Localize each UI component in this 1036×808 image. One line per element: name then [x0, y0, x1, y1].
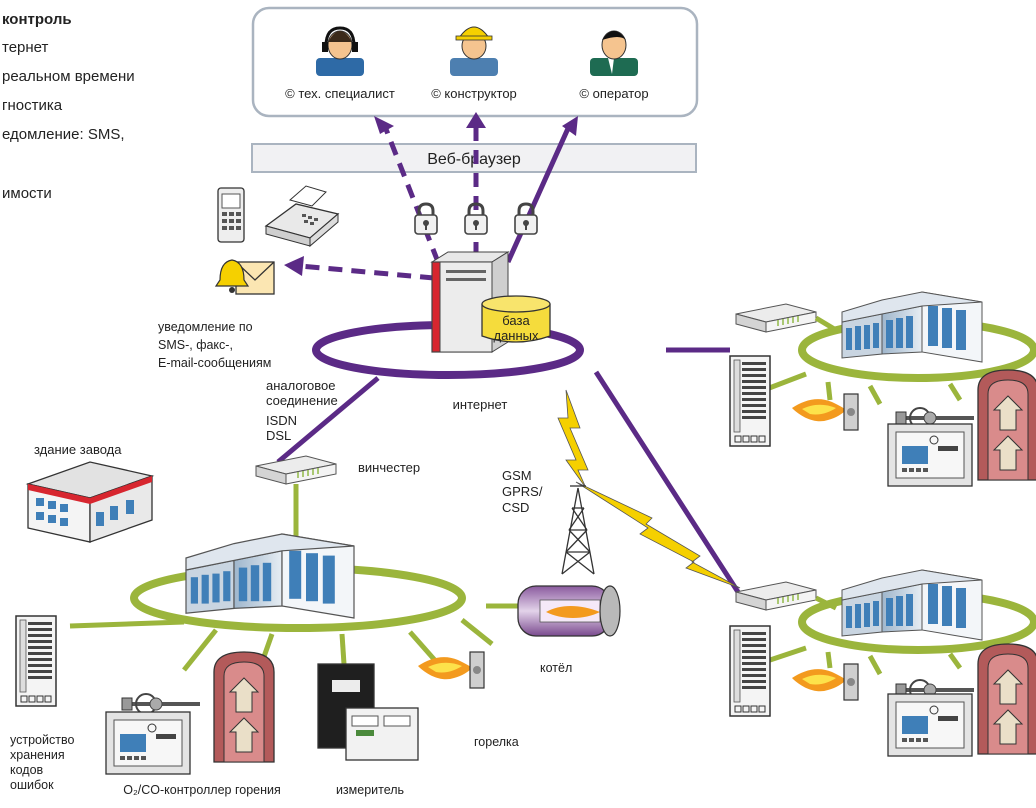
controller-label: O₂/CO-контроллер горения [123, 783, 281, 797]
header-line: гностика [2, 97, 63, 114]
phone-icon [217, 187, 245, 243]
header-line: имости [2, 185, 52, 202]
network-links [276, 347, 741, 594]
svg-text:хранения: хранения [10, 748, 65, 762]
plant-label: здание завода [34, 442, 122, 457]
burner-icon [417, 651, 485, 689]
boiler-label: котёл [540, 661, 572, 675]
router-icon [735, 303, 817, 333]
lock-icon [413, 202, 439, 236]
svg-text:уведомление по: уведомление по [158, 320, 253, 334]
svg-text:SMS-, факс-,: SMS-, факс-, [158, 338, 233, 352]
svg-text:CSD: CSD [502, 500, 529, 515]
controller-icon [105, 711, 191, 775]
factory-icon [25, 461, 155, 543]
database-label: данных [493, 328, 539, 343]
gsm-label: GSM GPRS/ CSD [502, 468, 543, 515]
svg-text:соединение: соединение [266, 393, 338, 408]
header-line: тернет [2, 39, 49, 56]
burner-label: горелка [474, 735, 519, 749]
headset-operator-icon [316, 26, 364, 76]
meter-label: измеритель [336, 783, 404, 797]
svg-text:GSM: GSM [502, 468, 532, 483]
lightning-icon [557, 389, 741, 589]
connection-label: аналоговое соединение ISDN DSL [266, 378, 338, 443]
email-bell-icon [214, 259, 275, 295]
header-text: контроль тернет реальном времени гностик… [2, 11, 135, 202]
gsm-tower-icon [561, 485, 595, 575]
notification-label: уведомление по SMS-, факс-, E-mail-сообщ… [158, 320, 271, 370]
remote-site [729, 569, 1036, 757]
users-panel: © тех. специалист © конструктор © операт… [251, 6, 699, 118]
remote-site [729, 291, 1036, 487]
fax-icon [264, 185, 340, 248]
business-person-icon [590, 30, 638, 76]
access-links [381, 122, 573, 264]
user-label: © оператор [579, 86, 648, 101]
router-label: винчестер [358, 460, 420, 475]
lock-icon [513, 202, 539, 236]
svg-text:GPRS/: GPRS/ [502, 484, 543, 499]
meter-icon [317, 663, 419, 761]
user-label: © конструктор [431, 86, 517, 101]
router-icon [735, 581, 817, 611]
database-icon: база данных [481, 295, 551, 343]
router-icon [255, 455, 337, 485]
access-arrowheads [374, 112, 578, 136]
error-storage-icon [15, 615, 57, 707]
svg-text:E-mail-сообщениям: E-mail-сообщениям [158, 356, 271, 370]
svg-text:DSL: DSL [266, 428, 291, 443]
storage-label: устройство хранения кодов ошибок [10, 733, 74, 792]
user-label: © тех. специалист [285, 86, 395, 101]
svg-text:ISDN: ISDN [266, 413, 297, 428]
svg-text:аналоговое: аналоговое [266, 378, 336, 393]
chimney-icon [213, 651, 275, 763]
internet-label: интернет [453, 397, 508, 412]
notification-arrow [284, 256, 435, 281]
probe-icon [120, 692, 202, 716]
boiler-icon [517, 585, 621, 637]
svg-text:ошибок: ошибок [10, 778, 54, 792]
hardhat-worker-icon [450, 26, 498, 76]
svg-text:кодов: кодов [10, 763, 44, 777]
header-line: реальном времени [2, 68, 135, 85]
database-label: база [502, 313, 530, 328]
main-building-icon [185, 533, 355, 619]
header-title: контроль [2, 11, 72, 28]
svg-text:устройство: устройство [10, 733, 74, 747]
header-line: едомление: SMS, [2, 126, 125, 143]
